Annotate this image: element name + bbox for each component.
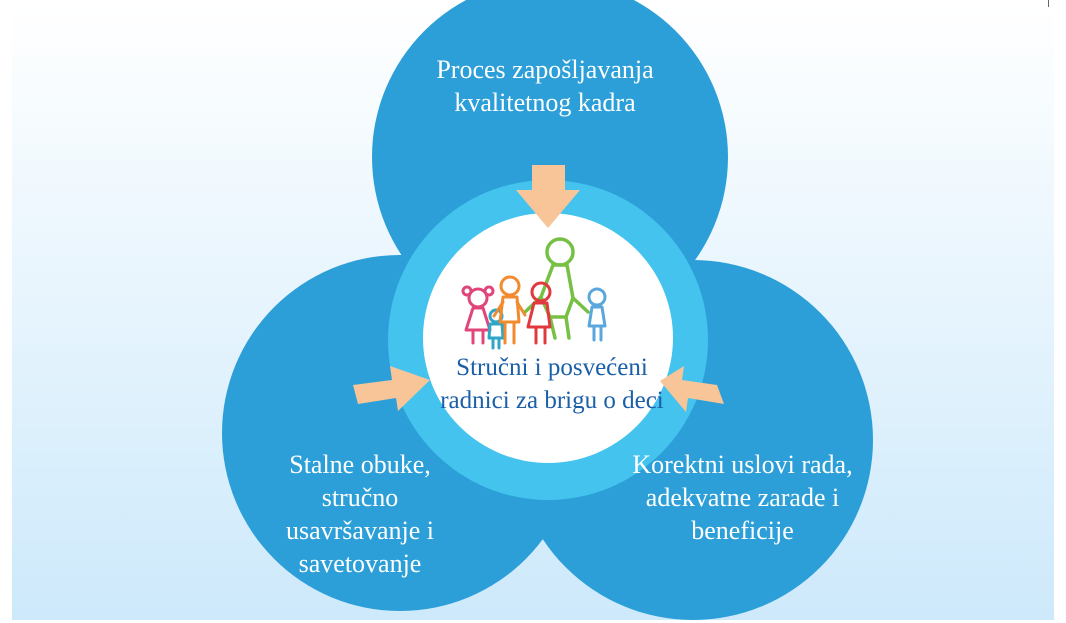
center-label: Stručni i posvećeni radnici za brigu o d… bbox=[440, 354, 664, 414]
child-figure-icon bbox=[526, 281, 552, 345]
arrow-right-icon bbox=[353, 366, 430, 411]
right-circle-label: Korektni uslovi rada, adekvatne zarade i… bbox=[632, 450, 853, 545]
top-circle-label: Proces zapošljavanja kvalitetnog kadra bbox=[436, 55, 654, 117]
boy-figure-icon bbox=[492, 275, 527, 345]
arrow-left-icon bbox=[660, 366, 724, 412]
family-icon bbox=[461, 237, 607, 350]
center-circle bbox=[423, 213, 673, 463]
arrow-down-icon bbox=[516, 165, 580, 228]
mother-figure-icon bbox=[523, 237, 590, 340]
edge-tick bbox=[1048, 0, 1049, 7]
toddler-figure-icon bbox=[587, 287, 607, 342]
left-circle-label: Stalne obuke, stručno usavršavanje i sav… bbox=[285, 450, 434, 578]
